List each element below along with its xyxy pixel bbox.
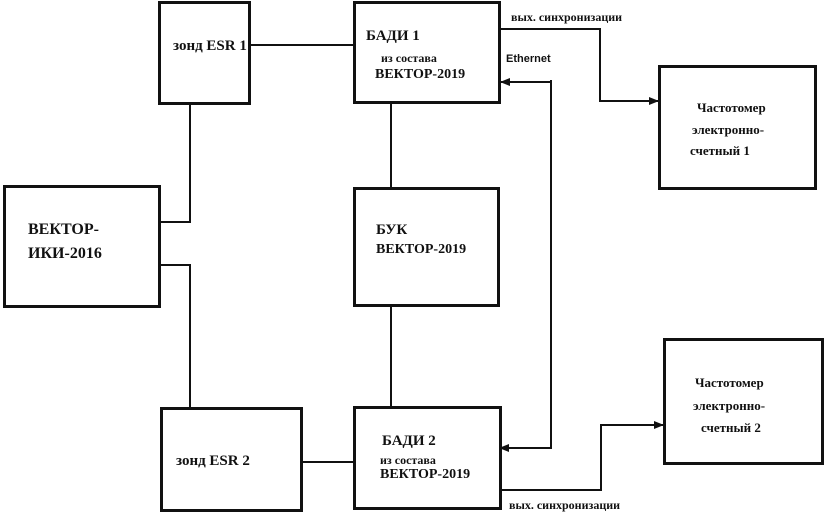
frequency-meter2-block: Частотомер электронно- счетный 2 [663, 338, 824, 465]
buk-line2: ВЕКТОР-2019 [376, 242, 467, 257]
badi2-title: БАДИ 2 [382, 433, 436, 449]
vector-iki-line1: ВЕКТОР- [28, 221, 99, 238]
frequency-meter1-line2: электронно- [692, 122, 765, 137]
line-vector-probe2 [160, 264, 191, 410]
badi2-block: БАДИ 2 из состава ВЕКТОР-2019 [353, 406, 502, 510]
vector-iki-block: ВЕКТОР- ИКИ-2016 [3, 185, 161, 308]
frequency-meter2-line3: счетный 2 [701, 420, 761, 435]
probe-esr1-label: зонд ESR 1 [173, 38, 247, 54]
badi2-system: ВЕКТОР-2019 [380, 467, 471, 482]
frequency-meter1-block: Частотомер электронно- счетный 1 [658, 65, 817, 190]
probe-esr1-block: зонд ESR 1 [158, 1, 251, 105]
line-sync-bottom [500, 421, 664, 491]
frequency-meter1-line3: счетный 1 [690, 143, 750, 158]
badi1-block: БАДИ 1 из состава ВЕКТОР-2019 [353, 1, 501, 104]
probe-esr2-block: зонд ESR 2 [160, 407, 303, 512]
badi1-title: БАДИ 1 [366, 28, 420, 44]
frequency-meter1-line1: Частотомер [697, 100, 766, 115]
buk-line1: БУК [376, 222, 408, 238]
ethernet-label: Ethernet [506, 53, 551, 65]
badi2-subtitle: из состава [380, 453, 436, 467]
probe-esr2-label: зонд ESR 2 [176, 453, 250, 469]
line-ethernet-lower [499, 80, 552, 452]
line-probe1-vector [160, 105, 191, 223]
vector-iki-line2: ИКИ-2016 [28, 245, 102, 262]
badi1-subtitle: из состава [381, 51, 437, 65]
frequency-meter2-line2: электронно- [693, 398, 766, 413]
sync-output-bottom-label: вых. синхронизации [509, 498, 621, 512]
buk-block: БУК ВЕКТОР-2019 [353, 187, 500, 307]
frequency-meter2-line1: Частотомер [695, 375, 764, 390]
sync-output-top-label: вых. синхронизации [511, 10, 623, 24]
line-sync-top [500, 28, 659, 105]
badi1-system: ВЕКТОР-2019 [375, 67, 466, 82]
